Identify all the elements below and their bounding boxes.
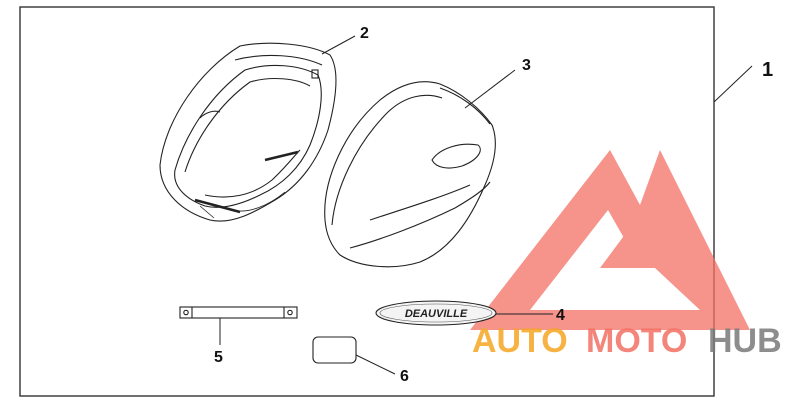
callout-1: 1: [762, 59, 773, 81]
callout-2: 2: [360, 25, 369, 42]
callout-6: 6: [400, 368, 409, 385]
callout-3: 3: [522, 57, 531, 74]
leader-line-6: [355, 354, 396, 375]
callout-5: 5: [214, 349, 223, 366]
leader-line-2: [321, 35, 356, 55]
leader-line-3: [464, 69, 516, 109]
bracket-strip-part: [179, 306, 298, 319]
diagram-frame: [19, 6, 715, 397]
pad-part: [312, 336, 357, 364]
emblem-text: DEAUVILLE: [405, 308, 468, 320]
watermark-text: AUTO MOTO HUB: [472, 322, 782, 360]
callout-4: 4: [556, 307, 565, 324]
pannier-frame-part: [159, 42, 337, 222]
watermark-logo: [470, 150, 750, 330]
watermark-part-hub: HUB: [708, 322, 782, 360]
watermark-part-moto: MOTO: [586, 322, 687, 360]
pannier-lid-part: [324, 81, 496, 268]
leader-line-1: [713, 65, 753, 103]
emblem-part: DEAUVILLE: [375, 300, 497, 326]
watermark-part-auto: AUTO: [472, 322, 568, 360]
